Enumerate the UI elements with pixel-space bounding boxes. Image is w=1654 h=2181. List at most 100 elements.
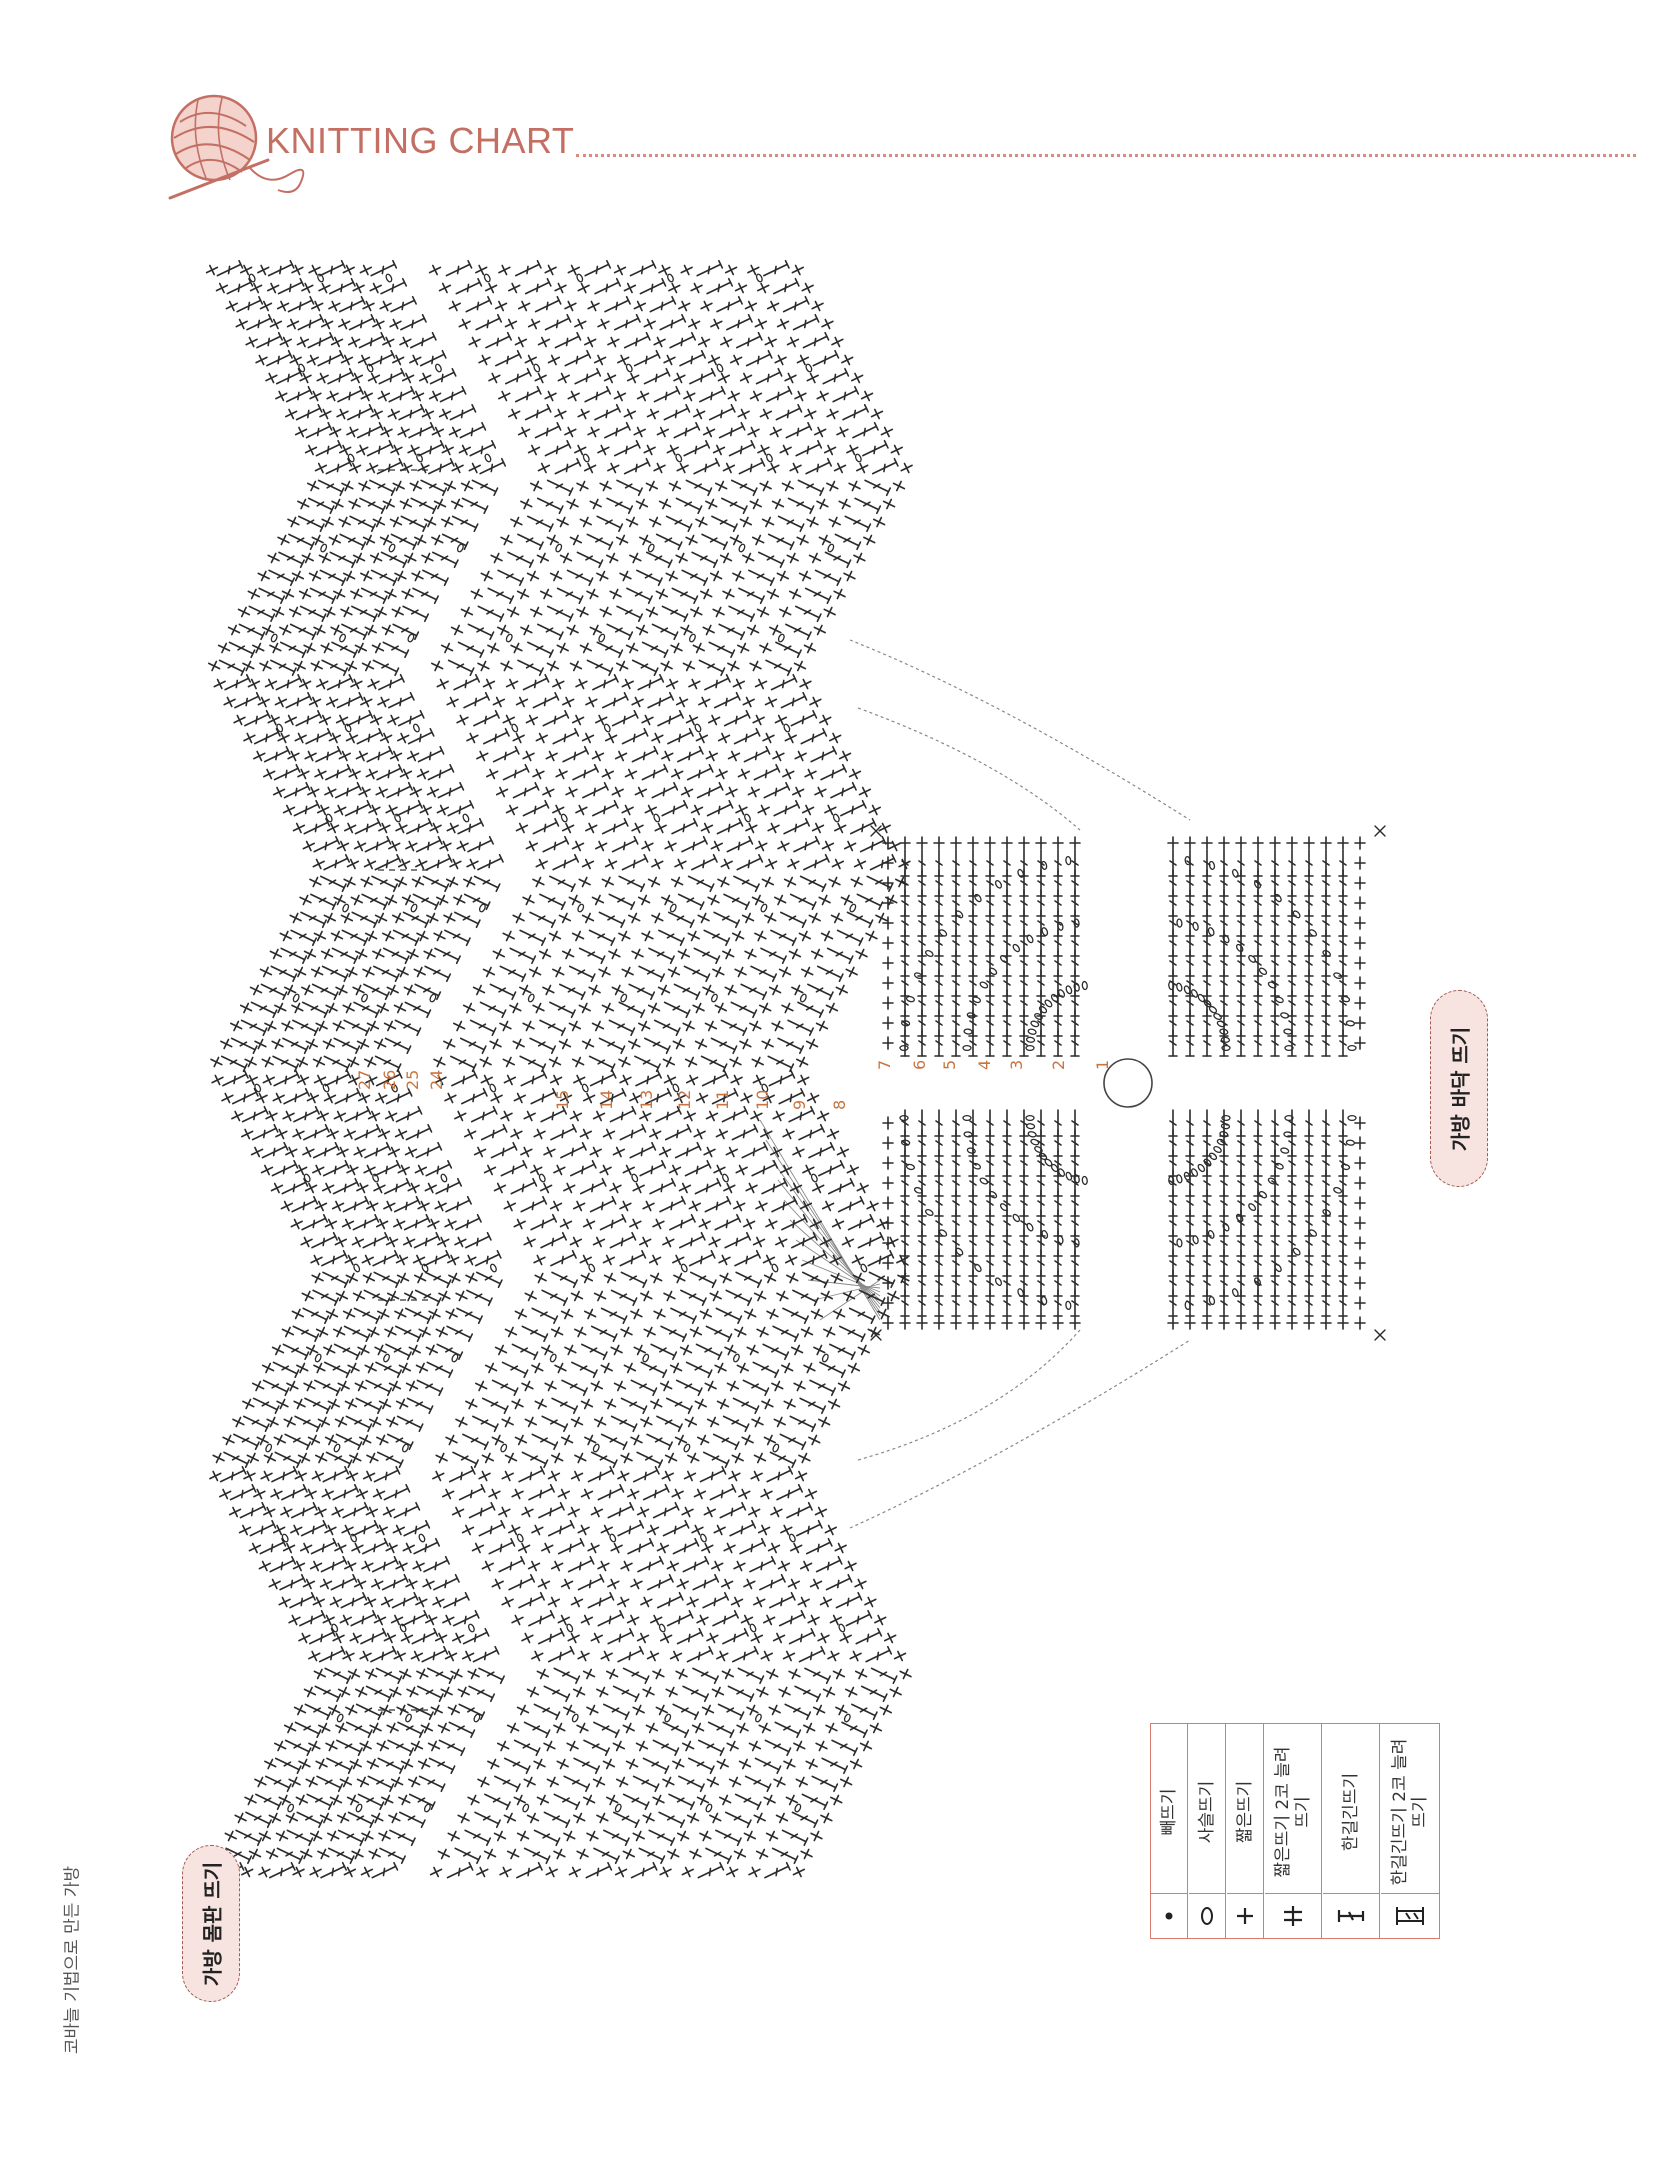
- double-stitch-symbol: [319, 480, 344, 495]
- double-stitch-symbol: [702, 1056, 727, 1071]
- single-stitch-symbol: [413, 1561, 424, 1570]
- single-stitch-symbol: [705, 1381, 716, 1390]
- single-stitch-symbol: [730, 1057, 741, 1066]
- chain-stitch-symbol: [484, 453, 492, 462]
- single-stitch-symbol: [798, 1075, 809, 1084]
- chain-stitch-symbol: [667, 273, 675, 282]
- double-stitch-symbol: [328, 675, 353, 690]
- single-stitch-symbol: [797, 1057, 808, 1066]
- single-stitch-symbol: [286, 1813, 297, 1822]
- single-stitch-symbol: [698, 1795, 709, 1804]
- single-stitch-symbol: [646, 1723, 657, 1732]
- single-stitch-symbol: [809, 1435, 820, 1444]
- double-stitch-symbol: [751, 966, 776, 981]
- double-stitch-symbol: [799, 1647, 824, 1662]
- single-stitch-symbol: [689, 679, 700, 688]
- double-stitch-symbol: [356, 819, 381, 834]
- double-stitch-symbol: [464, 1629, 489, 1644]
- double-stitch-symbol: [350, 315, 375, 330]
- single-stitch-symbol: [711, 571, 722, 580]
- double-stitch-symbol: [500, 966, 525, 981]
- double-stitch-symbol: [692, 855, 717, 870]
- single-stitch-symbol: [672, 769, 683, 778]
- double-stitch-symbol: [705, 675, 730, 690]
- double-stitch-symbol: [810, 1380, 835, 1395]
- single-stitch-symbol: [503, 931, 514, 940]
- double-stitch-symbol: [665, 1002, 690, 1017]
- double-stitch-symbol: [604, 1830, 629, 1845]
- single-stitch-symbol: [501, 661, 512, 670]
- single-stitch-symbol: [578, 1525, 589, 1534]
- double-stitch-symbol: [706, 1848, 731, 1863]
- double-stitch-symbol: [599, 1038, 624, 1053]
- single-stitch-symbol: [342, 1525, 353, 1534]
- double-stitch-symbol: [320, 261, 345, 276]
- single-stitch-symbol: [343, 1003, 354, 1012]
- single-stitch-symbol: [448, 1705, 459, 1714]
- single-stitch-symbol: [618, 1597, 629, 1606]
- single-stitch-symbol: [883, 957, 893, 969]
- single-stitch-symbol: [551, 571, 562, 580]
- double-stitch-symbol: [323, 1272, 348, 1287]
- double-stitch-symbol: [305, 1398, 330, 1413]
- single-stitch-symbol: [240, 1525, 251, 1534]
- single-stitch-symbol: [433, 1471, 444, 1480]
- double-stitch-symbol: [588, 1467, 613, 1482]
- double-stitch-symbol: [694, 948, 719, 963]
- double-stitch-symbol: [536, 423, 561, 438]
- double-stitch-symbol: [791, 711, 816, 726]
- single-stitch-symbol: [376, 787, 387, 796]
- single-stitch-symbol: [525, 1417, 536, 1426]
- double-stitch-symbol: [695, 1179, 720, 1194]
- single-stitch-symbol: [792, 265, 803, 274]
- single-stitch-symbol: [514, 1219, 525, 1228]
- double-stitch-symbol: [739, 459, 764, 474]
- single-stitch-symbol: [623, 1723, 634, 1732]
- double-stitch-symbol: [639, 966, 664, 981]
- single-stitch-symbol: [762, 1399, 773, 1408]
- double-stitch-symbol: [560, 984, 585, 999]
- chain-stitch-symbol: [549, 1353, 557, 1362]
- double-stitch-symbol: [450, 405, 475, 420]
- single-stitch-symbol: [819, 535, 830, 544]
- chain-stitch-symbol: [694, 723, 702, 732]
- double-stitch-symbol: [647, 1434, 672, 1449]
- single-stitch-symbol: [644, 319, 655, 328]
- double-stitch-symbol: [710, 405, 735, 420]
- single-stitch-symbol: [607, 1669, 618, 1678]
- double-stitch-symbol: [421, 351, 446, 366]
- double-stitch-symbol: [794, 315, 819, 330]
- single-stitch-symbol: [503, 1057, 514, 1066]
- double-stitch-symbol: [723, 1629, 748, 1644]
- double-stitch-symbol: [872, 1668, 897, 1683]
- single-stitch-symbol: [402, 1633, 413, 1642]
- single-stitch-symbol: [404, 985, 415, 994]
- single-stitch-symbol: [874, 517, 885, 526]
- single-stitch-symbol: [655, 823, 666, 832]
- double-stitch-symbol: [554, 1668, 579, 1683]
- single-stitch-symbol: [606, 859, 617, 868]
- single-stitch-symbol: [815, 427, 826, 436]
- single-stitch-symbol: [816, 1741, 827, 1750]
- double-stitch-symbol: [717, 819, 742, 834]
- double-stitch-symbol: [325, 1362, 350, 1377]
- single-stitch-symbol: [326, 1435, 337, 1444]
- single-stitch-symbol: [768, 463, 779, 472]
- single-stitch-symbol: [837, 1147, 848, 1156]
- double-stitch-symbol: [269, 570, 294, 585]
- single-stitch-symbol: [615, 265, 626, 274]
- single-stitch-symbol: [720, 1795, 731, 1804]
- double-stitch-symbol: [461, 1038, 486, 1053]
- double-stitch-symbol: [797, 1521, 822, 1536]
- single-stitch-symbol: [499, 265, 510, 274]
- single-stitch-symbol: [232, 1111, 243, 1120]
- single-stitch-symbol: [569, 895, 580, 904]
- double-stitch-symbol: [583, 783, 608, 798]
- single-stitch-symbol: [667, 445, 678, 454]
- single-stitch-symbol: [646, 481, 657, 490]
- single-stitch-symbol: [242, 1129, 253, 1138]
- single-stitch-symbol: [678, 1831, 689, 1840]
- double-stitch-symbol: [807, 1539, 832, 1554]
- single-stitch-symbol: [442, 517, 453, 526]
- double-stitch-symbol: [293, 1020, 318, 1035]
